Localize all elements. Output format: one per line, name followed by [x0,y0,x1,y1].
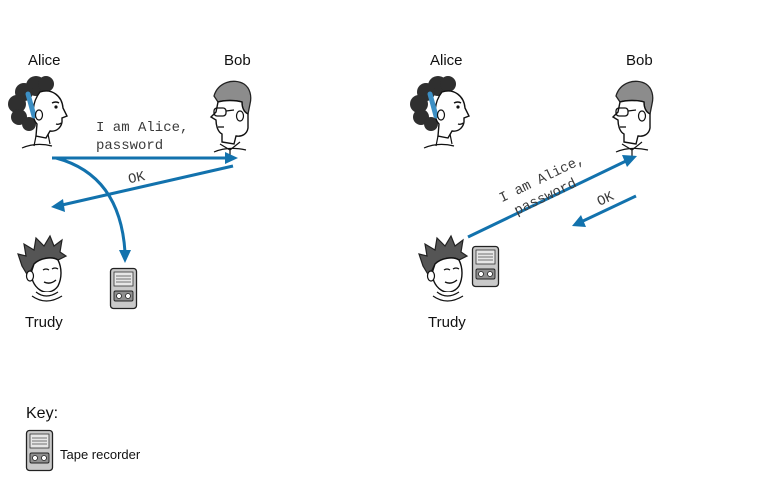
tape-recorder-label: Tape recorder [60,447,141,462]
tape-recorder-icon [25,429,54,472]
alice-label: Alice [430,52,463,69]
bob-face-icon [210,80,252,157]
recording-arrowhead [119,250,131,263]
trudy-face-icon [17,235,67,302]
alice-to-bob-arrowhead [225,152,238,164]
alice-label: Alice [28,52,61,69]
key-legend: Key: Tape recorder [25,405,141,472]
ok-label: OK [127,169,147,188]
ok-reply-arrowhead [51,199,65,212]
trudy-label: Trudy [428,314,466,331]
bob-label: Bob [626,52,653,69]
replay-arrow [467,159,627,239]
recording-arrow [55,156,127,253]
replay-message: I am Alice, password [497,152,587,219]
left-scenario: Alice Bob Trudy I am Alice, password OK [8,52,252,331]
ok-reply-arrow [61,164,234,207]
key-title: Key: [26,405,58,422]
bob-face-icon [612,80,654,157]
trudy-face-icon [418,235,468,302]
alice-face-icon [410,76,469,148]
ok-reply-arrow [582,194,637,223]
ok-reply-arrowhead [572,215,586,227]
message-line2: password [96,138,163,154]
replay-arrowhead [622,155,637,167]
alice-face-icon [8,76,67,148]
tape-recorder-icon [471,245,500,288]
trudy-label: Trudy [25,314,63,331]
message-line1: I am Alice, [96,120,188,136]
tape-recorder-icon [109,267,138,310]
ok-label: OK [595,189,618,211]
right-scenario: Alice Bob Trudy I am Alice, password OK [410,52,654,331]
bob-label: Bob [224,52,251,69]
